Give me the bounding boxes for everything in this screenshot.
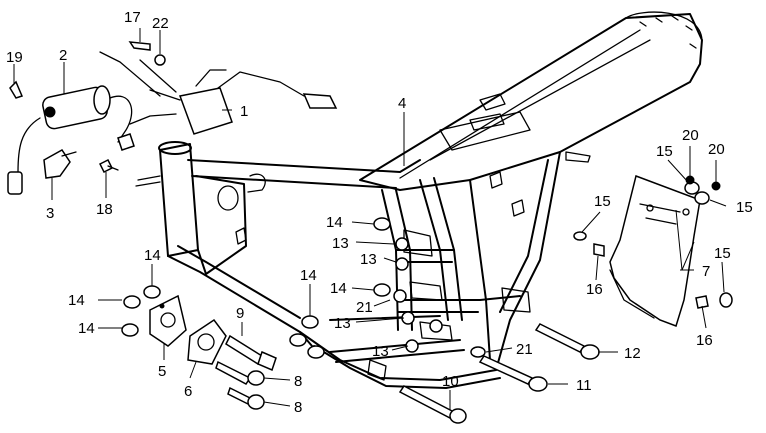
- callout-1: 1: [240, 103, 248, 120]
- bolt-part-17: [128, 41, 151, 51]
- screw-part-19: [9, 80, 24, 99]
- callout-8-a: 8: [294, 373, 302, 390]
- callout-20-a: 20: [682, 127, 699, 144]
- callout-11: 11: [576, 377, 592, 394]
- side-cover-part-7: [565, 151, 733, 327]
- nut-part-22: [154, 54, 166, 66]
- callout-14-f: 14: [330, 280, 347, 297]
- callout-8-b: 8: [294, 399, 302, 416]
- bolts: [215, 323, 600, 424]
- callout-17: 17: [124, 9, 141, 26]
- plug-cap-part-3: [43, 149, 77, 179]
- engine-hanger-plate-part-5: [149, 294, 187, 347]
- callout-14-c: 14: [78, 320, 95, 337]
- callout-2: 2: [59, 47, 67, 64]
- callout-14-b: 14: [68, 292, 85, 309]
- collars-part-14: [121, 217, 391, 337]
- callout-labels: 17 22 19 2 1 4 3 18 20 20 15 15 15 15 14…: [6, 9, 753, 416]
- callout-4: 4: [398, 95, 406, 112]
- callout-21-b: 21: [516, 341, 533, 358]
- callout-5: 5: [158, 363, 166, 380]
- callout-15-b: 15: [736, 199, 753, 216]
- callout-21-a: 21: [356, 299, 373, 316]
- ignition-coil-part-2: [7, 85, 133, 195]
- callout-15-d: 15: [714, 245, 731, 262]
- cdi-unit-part-1: [99, 51, 338, 151]
- callout-13-b: 13: [360, 251, 377, 268]
- callout-22: 22: [152, 15, 169, 32]
- callout-3: 3: [46, 205, 54, 222]
- callout-16-b: 16: [696, 332, 713, 349]
- callout-15-c: 15: [594, 193, 611, 210]
- callout-12: 12: [624, 345, 641, 362]
- callout-14-e: 14: [326, 214, 343, 231]
- callout-14-a: 14: [144, 247, 161, 264]
- callout-14-d: 14: [300, 267, 317, 284]
- callout-16-a: 16: [586, 281, 603, 298]
- engine-hanger-plate-part-6: [187, 318, 227, 365]
- callout-7: 7: [702, 263, 710, 280]
- callout-20-b: 20: [708, 141, 725, 158]
- callout-15-a: 15: [656, 143, 673, 160]
- callout-9: 9: [236, 305, 244, 322]
- callout-13-a: 13: [332, 235, 349, 252]
- callout-10: 10: [442, 373, 459, 390]
- callout-19: 19: [6, 49, 23, 66]
- main-frame: [135, 11, 703, 389]
- callout-13-d: 13: [372, 343, 389, 360]
- callout-6: 6: [184, 383, 192, 400]
- callout-13-c: 13: [334, 315, 351, 332]
- callout-18: 18: [96, 201, 113, 218]
- leader-lines: [13, 28, 727, 410]
- bolt-part-18: [98, 158, 119, 174]
